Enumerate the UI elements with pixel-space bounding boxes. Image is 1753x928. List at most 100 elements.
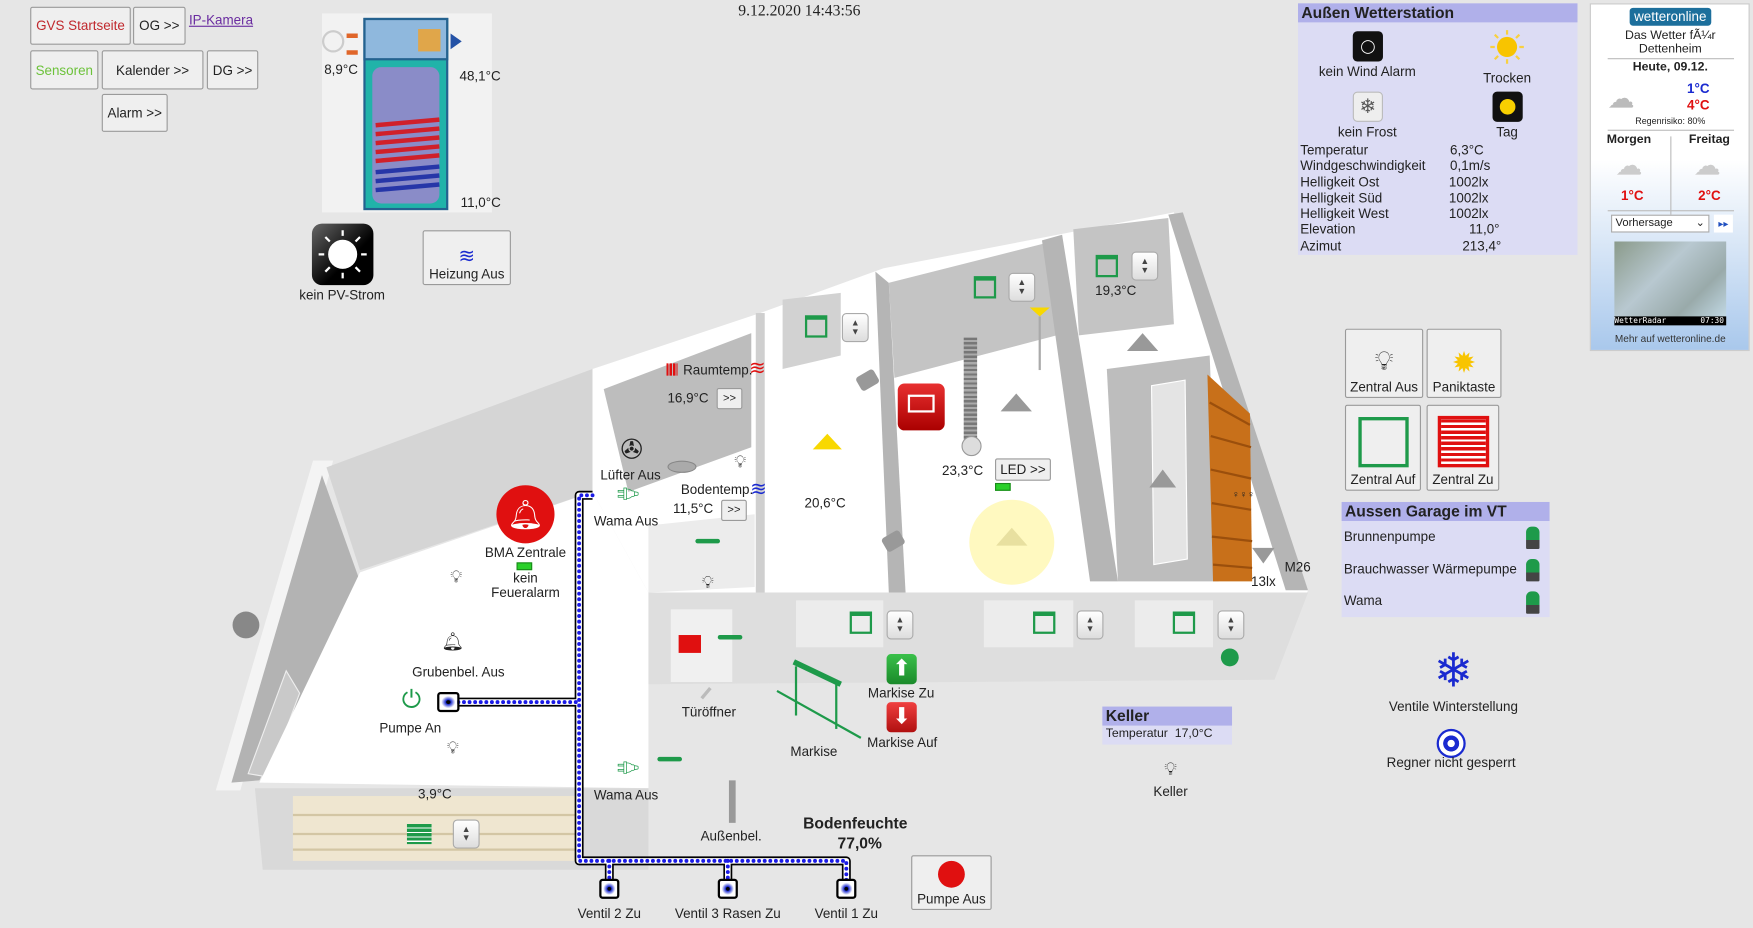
pump-off-button[interactable]: Pumpe Aus <box>911 855 992 911</box>
valve-label: Ventil 3 Rasen Zu <box>674 905 781 922</box>
status-lamp-icon[interactable] <box>1526 526 1540 549</box>
lock-open-icon[interactable] <box>678 635 701 653</box>
shutter-updown-button[interactable]: ▲▼ <box>1217 610 1245 640</box>
bell-icon[interactable]: 🔔︎ <box>441 632 465 652</box>
boiler-diagram <box>321 13 492 213</box>
room-temp-more-button[interactable]: >> <box>716 387 743 410</box>
bulb-on-icon: ✹ <box>1451 345 1477 380</box>
fire-status-line1: kein <box>513 570 538 586</box>
pendant-lamp-on-icon[interactable] <box>996 527 1028 546</box>
calendar-button[interactable]: Kalender >> <box>101 50 204 90</box>
outdoor-light-icon[interactable] <box>728 780 736 823</box>
pendant-lamp-icon[interactable] <box>1000 393 1032 412</box>
room-temp-label: Raumtemp. <box>683 362 753 378</box>
window-icon[interactable] <box>1095 254 1118 278</box>
shutter-updown-button[interactable]: ▲▼ <box>1131 251 1159 281</box>
heat-waves-icon: ≋ <box>749 356 766 380</box>
garage-panel: Aussen Garage im VT Brunnenpumpe Brauchw… <box>1341 501 1550 618</box>
valve-icon[interactable] <box>836 878 857 899</box>
sprinkler-label: Regner nicht gesperrt <box>1386 754 1516 771</box>
keller-temp-label: Temperatur <box>1105 726 1168 741</box>
winter-mode-label: Ventile Winterstellung <box>1388 698 1518 715</box>
wetteronline-logo[interactable]: wetteronline <box>1629 7 1711 26</box>
more-link[interactable]: Mehr auf wetteronline.de <box>1614 333 1726 345</box>
lux-value: 13lx <box>1251 573 1276 590</box>
keller-panel: Keller Temperatur 17,0°C <box>1102 706 1233 745</box>
fan-icon[interactable]: ✇ <box>620 434 643 466</box>
shutter-updown-button[interactable]: ▲▼ <box>1008 272 1036 302</box>
door-handle-icon[interactable] <box>717 635 743 640</box>
pendant-lamp-icon[interactable] <box>1149 469 1177 488</box>
keller-title: Keller <box>1102 706 1233 726</box>
door-handle-icon[interactable] <box>695 538 720 544</box>
bulb-icon[interactable]: 💡︎ <box>701 573 714 593</box>
pump-label: Pumpe An <box>379 719 442 736</box>
alarm-button[interactable]: Alarm >> <box>101 93 168 132</box>
dg-button[interactable]: DG >> <box>206 50 259 90</box>
thermostat-icon[interactable] <box>961 436 982 457</box>
og-button[interactable]: OG >> <box>133 6 186 45</box>
status-lamp-icon[interactable] <box>1526 559 1540 582</box>
rain-label: Trocken <box>1483 70 1532 87</box>
central-off-button[interactable]: 💡︎Zentral Aus <box>1344 328 1424 399</box>
wetteronline-widget[interactable]: wetteronline Das Wetter fÃ¼r Dettenheim … <box>1589 3 1750 352</box>
heating-button[interactable]: ≋ Heizung Aus <box>422 230 511 286</box>
window-icon[interactable] <box>804 315 828 338</box>
garage-item-label: Brunnenpumpe <box>1343 528 1436 545</box>
light-sensor-icon <box>1252 547 1275 564</box>
power-icon[interactable]: ⏻ <box>401 685 422 714</box>
floor-lamp-icon[interactable] <box>1029 307 1050 317</box>
arrow-up-icon[interactable]: ⬆ <box>886 654 917 685</box>
next-button[interactable]: ▸▸ <box>1713 214 1733 233</box>
valve-icon[interactable] <box>599 878 620 899</box>
cloud-rain-icon: ☁ <box>1607 83 1635 115</box>
heating-icon: ≋ <box>458 244 476 268</box>
ceiling-light-icon[interactable] <box>667 460 697 473</box>
bulb-icon[interactable]: 💡︎ <box>734 452 746 472</box>
cloud-icon: ☁ <box>1693 150 1721 182</box>
garage-door-icon[interactable] <box>406 823 432 845</box>
shutter-updown-button[interactable]: ▲▼ <box>886 610 914 640</box>
panic-button[interactable]: ✹Paniktaste <box>1426 328 1502 399</box>
snowflake-icon[interactable]: ❄ <box>1433 643 1474 697</box>
fire-alarm-icon[interactable]: 🔔︎ <box>496 485 555 544</box>
home-button[interactable]: GVS Startseite <box>30 6 131 45</box>
friday-temp: 2°C <box>1698 187 1721 204</box>
arrow-down-icon[interactable]: ⬇ <box>886 702 917 733</box>
ip-camera-link[interactable]: IP-Kamera <box>188 12 254 28</box>
divider <box>1670 136 1672 215</box>
floor-temp-more-button[interactable]: >> <box>721 499 747 521</box>
led-button[interactable]: LED >> <box>995 458 1051 481</box>
window-icon[interactable] <box>849 611 873 634</box>
garage-door-updown-button[interactable]: ▲▼ <box>452 819 480 849</box>
sprinkler-icon[interactable] <box>1436 728 1466 759</box>
bulb-icon[interactable]: 💡︎ <box>446 738 459 759</box>
keller-light-label: Keller <box>1153 783 1188 800</box>
tv-icon[interactable] <box>897 383 945 431</box>
socket-icon[interactable] <box>1220 648 1239 667</box>
window-icon[interactable] <box>1172 611 1196 634</box>
room-temp: 16,9°C <box>667 390 709 406</box>
door-handle-icon[interactable] <box>657 756 682 762</box>
valve-icon[interactable] <box>717 878 738 899</box>
shutter-updown-button[interactable]: ▲▼ <box>1076 610 1104 640</box>
forecast-select[interactable]: Vorhersage⌄ <box>1611 214 1710 233</box>
central-open-button[interactable]: Zentral Auf <box>1344 404 1421 491</box>
heating-label: Heizung Aus <box>429 266 505 282</box>
central-close-button[interactable]: Zentral Zu <box>1426 404 1500 491</box>
bulb-icon[interactable]: 💡︎ <box>450 567 463 587</box>
garage-item-label: Brauchwasser Wärmepumpe <box>1343 561 1517 577</box>
keller-bulb-icon[interactable]: 💡︎ <box>1164 760 1177 780</box>
pendant-lamp-icon[interactable] <box>1126 333 1159 352</box>
window-icon[interactable] <box>1033 611 1056 634</box>
garage-title: Aussen Garage im VT <box>1341 501 1550 521</box>
sensors-button[interactable]: Sensoren <box>30 50 99 90</box>
pendant-lamp-on-icon[interactable] <box>812 433 842 450</box>
shutter-updown-button[interactable]: ▲▼ <box>841 313 869 343</box>
status-lamp-icon[interactable] <box>1526 591 1540 614</box>
window-icon[interactable] <box>973 276 997 299</box>
wind-alarm-icon: ◯ <box>1352 31 1383 62</box>
pv-sun-icon[interactable] <box>311 223 374 286</box>
